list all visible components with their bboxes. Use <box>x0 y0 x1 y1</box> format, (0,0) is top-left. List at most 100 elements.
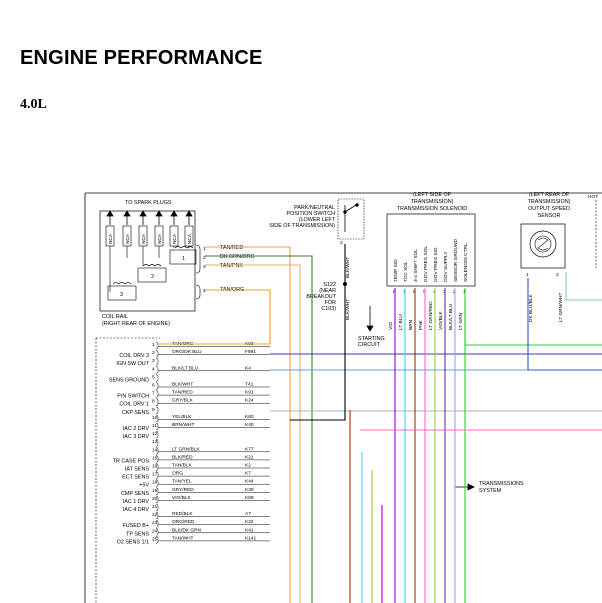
pcm-wire-color: BLK/RED <box>172 454 193 460</box>
svg-text:(LOWER LEFT: (LOWER LEFT <box>299 217 336 223</box>
svg-text:OUTPUT SPEED: OUTPUT SPEED <box>528 206 570 212</box>
svg-text:(LEFT SIDE OF: (LEFT SIDE OF <box>413 192 452 198</box>
pcm-pin-bracket <box>155 430 159 439</box>
coil-rail-location: (RIGHT REAR OF ENGINE) <box>102 321 170 327</box>
pcm-pin-bracket <box>155 528 159 536</box>
park-neutral-switch: PARK/NEUTRAL POSITION SWITCH (LOWER LEFT… <box>269 198 365 278</box>
pcm-pin-number: 19 <box>152 488 158 494</box>
pcm-circuit-id: K91 <box>245 390 254 396</box>
pcm-circuit-id: K44 <box>245 479 254 485</box>
wire-label: VIO <box>388 321 394 330</box>
edge-text: HOT <box>588 194 598 200</box>
svg-text:2: 2 <box>556 272 559 278</box>
pcm-pin-bracket <box>155 519 159 528</box>
svg-text:(LEFT REAR OF: (LEFT REAR OF <box>529 192 570 198</box>
pcm-pin-bracket <box>155 341 159 350</box>
wire-label: BLK/WHT <box>345 299 351 320</box>
pcm-pin-number: 23 <box>152 520 158 526</box>
svg-text:GOV PRES SIG: GOV PRES SIG <box>433 247 439 282</box>
svg-text:SOLENOID CTRL: SOLENOID CTRL <box>463 243 469 282</box>
pcm-pin-bracket <box>155 349 159 358</box>
pcm-pin-bracket <box>155 511 159 520</box>
pcm-pin-number: 21 <box>152 504 158 510</box>
pcm-pin-bracket <box>155 455 159 463</box>
pcm-wire-color: BRN/WHT <box>172 422 194 428</box>
svg-text:C103): C103) <box>321 306 336 312</box>
pcm-wire-color: TAN/RED <box>172 390 193 396</box>
pcm-pin-number: 2 <box>152 350 155 356</box>
pcm-pin-number: 6 <box>152 383 155 389</box>
pcm-pin-number: 15 <box>152 455 158 461</box>
nca-label: NCA <box>108 233 114 244</box>
svg-text:GOV SUPPLY: GOV SUPPLY <box>443 251 449 282</box>
pcm-pin-bracket <box>155 463 159 471</box>
svg-text:SYSTEM: SYSTEM <box>479 488 502 494</box>
pcm-pin-number: 25 <box>152 536 158 542</box>
pcm-wire-color: BLK/LT BLU <box>172 365 199 371</box>
splice-s122: S122 (NEAR BREAKOUT FOR C103) BLK/WHT ST… <box>306 282 385 348</box>
svg-text:BREAKOUT: BREAKOUT <box>306 294 336 300</box>
pcm-pin-number: 1 <box>152 342 155 348</box>
svg-text:SENSOR: SENSOR <box>538 213 561 219</box>
pcm-wire-color: TAN/WHT <box>172 535 194 541</box>
pcm-circuit-id: K41 <box>245 527 254 533</box>
nca-label: NCA <box>172 233 178 244</box>
pcm-pin-bracket <box>155 438 159 447</box>
svg-text:TRANSMISSION SOLENOID: TRANSMISSION SOLENOID <box>397 206 467 212</box>
pcm-pin-function: TP SENS <box>126 531 149 537</box>
svg-text:STARTING: STARTING <box>358 336 385 342</box>
pcm-pin-bracket <box>155 422 159 431</box>
pcm-circuit-id: K60 <box>245 414 254 420</box>
svg-text:FOR: FOR <box>325 300 336 306</box>
wire-label: DK BLU/BLK <box>528 293 534 322</box>
pcm-pin-function: SENS GROUND <box>109 377 149 383</box>
pcm-pin-number: 5 <box>152 374 155 380</box>
pcm-pin-bracket <box>155 487 159 496</box>
wire-label: TAN/PNK <box>220 263 243 269</box>
svg-text:TRANSMISSION): TRANSMISSION) <box>411 199 454 205</box>
pcm-pin-number: 8 <box>152 399 155 405</box>
coil-number: 2 <box>151 274 154 280</box>
pcm-pin-bracket <box>155 390 159 398</box>
output-speed-sensor: (LEFT REAR OF TRANSMISSION) OUTPUT SPEED… <box>520 192 598 322</box>
nca-label: NCA <box>157 233 163 244</box>
nca-label: NCA <box>125 233 131 244</box>
svg-text:2: 2 <box>203 255 206 261</box>
pcm-pin-number: 3 <box>152 358 155 364</box>
pcm-wire-color: ORG <box>172 471 183 477</box>
svg-text:CIRCUIT: CIRCUIT <box>358 342 381 348</box>
svg-text:POSITION SWITCH: POSITION SWITCH <box>286 211 335 217</box>
svg-text:3: 3 <box>203 264 206 270</box>
svg-text:1: 1 <box>203 246 206 252</box>
transmission-system-ref: TRANSMISSIONS SYSTEM <box>455 481 524 494</box>
pcm-pin-bracket <box>155 357 159 366</box>
pcm-wire-color: TAN/BLK <box>172 463 192 469</box>
svg-text:GOV PRES SOL: GOV PRES SOL <box>423 246 429 282</box>
wire-label: LT GRN/RED <box>428 301 434 330</box>
wire-label: LT GRN <box>458 312 464 330</box>
wire-tan-pnk <box>205 264 301 603</box>
wire-tan-org <box>158 289 271 345</box>
pcm-pin-function: TR CASE POS <box>113 458 150 464</box>
pcm-pin-function: CMP SENS <box>121 491 149 497</box>
transmission-solenoid: (LEFT SIDE OF TRANSMISSION) TRANSMISSION… <box>386 192 476 330</box>
pcm-pin-bracket <box>155 479 159 487</box>
pcm-wire-color: GRY/BLK <box>172 398 194 404</box>
wires <box>158 244 602 603</box>
pcm-circuit-id: T41 <box>245 382 254 388</box>
svg-text:PARK/NEUTRAL: PARK/NEUTRAL <box>294 205 335 211</box>
pcm-pin-function: ECT SENS <box>122 475 149 481</box>
wire-blk-wht-pcm <box>290 286 346 421</box>
pcm-circuit-id: K4 <box>245 365 251 371</box>
pcm-pin-number: 24 <box>152 528 158 534</box>
pcm-pin-number: 12 <box>152 431 158 437</box>
pcm-pin-number: 18 <box>152 480 158 486</box>
pcm-circuit-id: K40 <box>245 422 254 428</box>
wire-label: BLK/LT BLU <box>448 303 454 330</box>
wire-label: BLK/WHT <box>345 257 351 278</box>
pcm-wire-color: VIO/BLK <box>172 495 191 501</box>
pcm-wire-color: LT GRN/BLK <box>172 446 200 452</box>
pcm-pin-function: IAT SENS <box>125 467 149 473</box>
svg-text:TRANSMISSION): TRANSMISSION) <box>528 199 571 205</box>
svg-text:3-4 SHIFT SOL: 3-4 SHIFT SOL <box>413 249 419 282</box>
